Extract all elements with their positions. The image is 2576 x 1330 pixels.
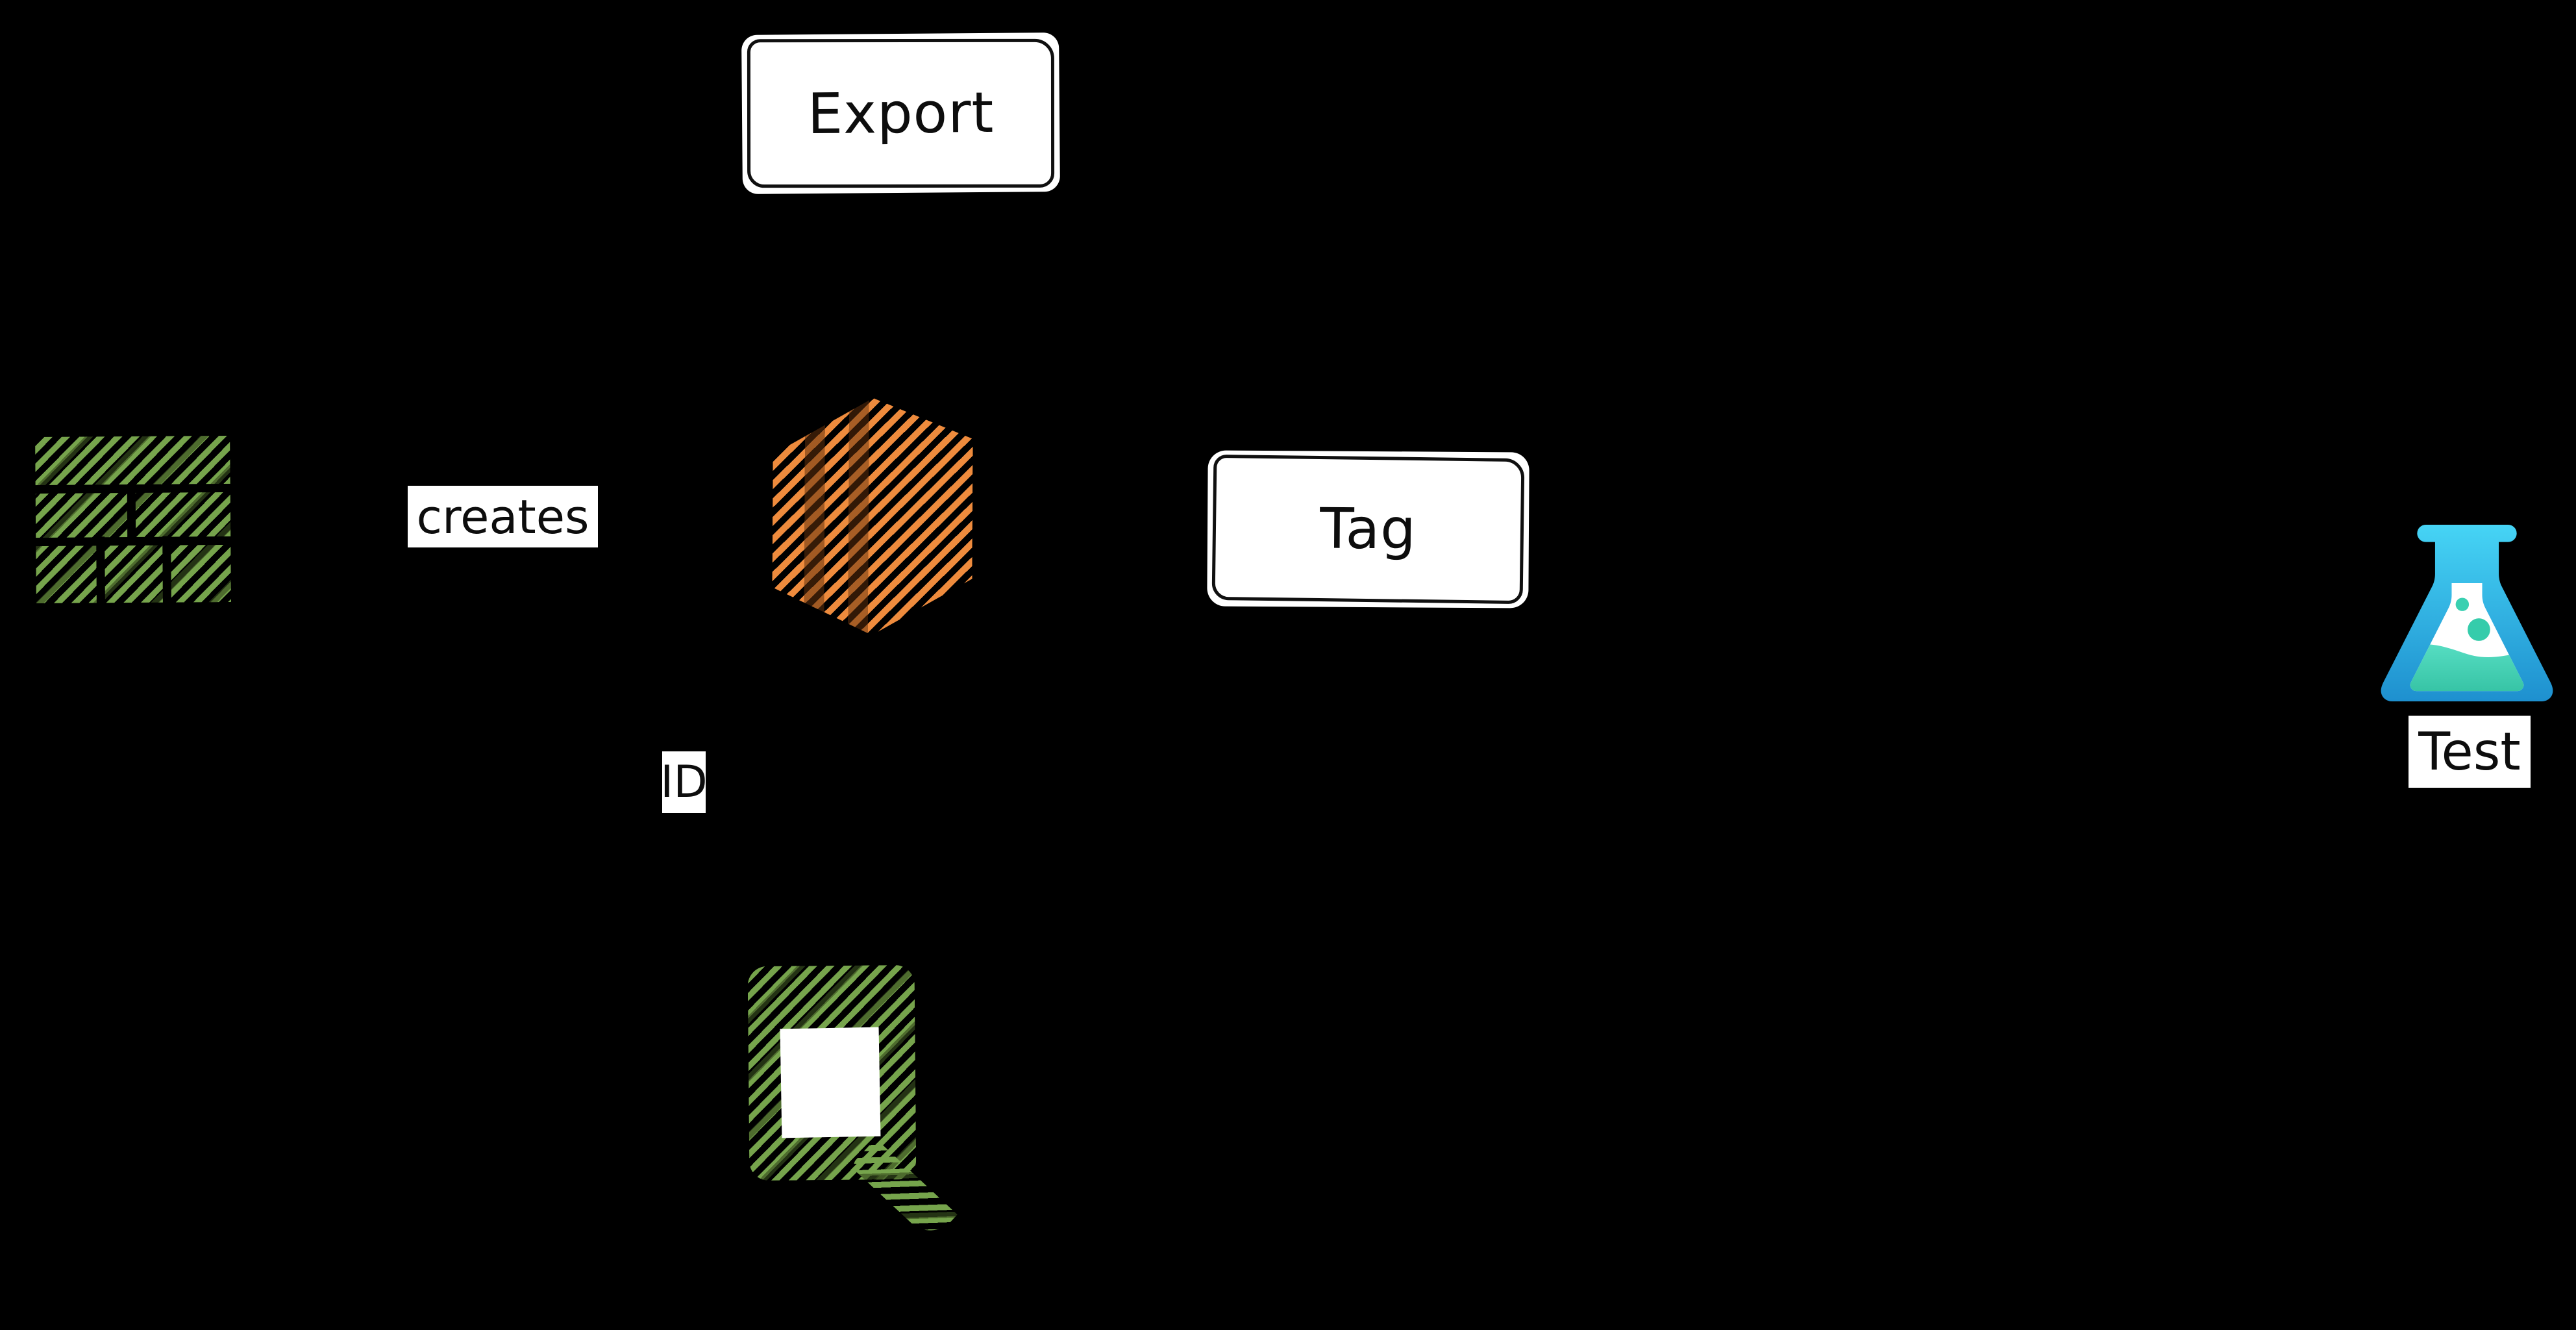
- mortar-joint: [96, 536, 105, 605]
- node-tag-box: Tag: [1207, 450, 1530, 609]
- creates-text: creates: [416, 489, 589, 544]
- brick-wall-icon: [31, 435, 235, 605]
- flask-bubble-small: [2455, 597, 2470, 611]
- flask-bubble-large: [2468, 618, 2490, 641]
- bubble-window: [780, 1027, 881, 1138]
- tag-label: Tag: [1319, 496, 1417, 562]
- creates-edge-label: creates: [408, 486, 598, 547]
- comment-bubble-icon: [747, 964, 963, 1258]
- mortar-joint: [162, 536, 171, 605]
- test-flask-icon: [2381, 525, 2553, 701]
- mortar-joint: [127, 484, 136, 542]
- flask-liquid: [2410, 644, 2524, 692]
- test-text: Test: [2418, 721, 2521, 782]
- id-edge-label: ID: [662, 751, 706, 813]
- node-export-box: Export: [741, 32, 1060, 194]
- hexagon-package-icon: [772, 397, 973, 636]
- test-node-label: Test: [2409, 716, 2531, 788]
- export-label: Export: [807, 80, 995, 147]
- id-text: ID: [662, 757, 706, 808]
